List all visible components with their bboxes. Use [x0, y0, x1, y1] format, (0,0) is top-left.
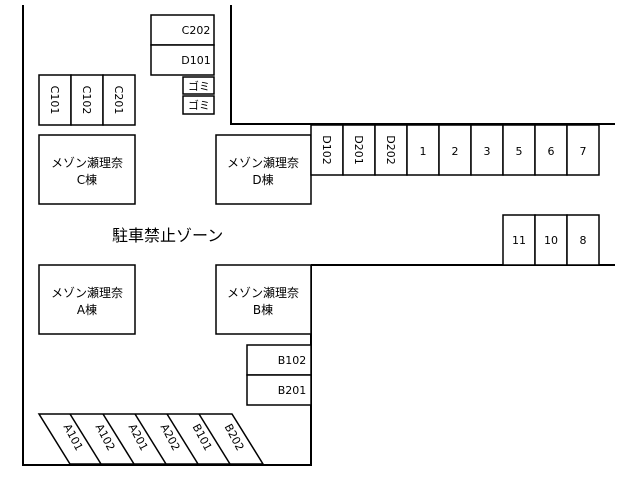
building-d-wing: D棟: [252, 172, 273, 187]
space-b201-label: B201: [278, 384, 307, 397]
numbered-right-spaces: [502, 214, 600, 266]
building-a-wing: A棟: [77, 302, 97, 317]
space-1: [406, 124, 440, 176]
space-3-label: 3: [484, 145, 491, 158]
garbage-area: [182, 76, 215, 115]
space-3: [470, 124, 504, 176]
building-b: [215, 264, 312, 335]
space-d102-label: D102: [320, 135, 333, 164]
bottom-diagonal-spaces: [37, 413, 265, 465]
space-d201-label: D201: [352, 135, 365, 164]
space-c202-label: C202: [182, 24, 211, 37]
building-d-name: メゾン瀬理奈: [227, 156, 299, 170]
space-11: [502, 214, 536, 266]
space-b102: [246, 344, 312, 376]
space-c101: [38, 74, 72, 126]
garbage-spot-1: [182, 76, 215, 95]
building-d: [215, 134, 312, 205]
c-left-spaces: [38, 74, 136, 126]
space-d202: [374, 124, 408, 176]
space-5: [502, 124, 536, 176]
garbage-spot-2: [182, 95, 215, 115]
space-8-label: 8: [580, 234, 587, 247]
building-b-name: メゾン瀬理奈: [227, 286, 299, 300]
space-c101-label: C101: [48, 86, 61, 115]
space-c201: [102, 74, 136, 126]
space-10-label: 10: [544, 234, 558, 247]
space-7: [566, 124, 600, 176]
space-b102-label: B102: [278, 354, 307, 367]
building-c: [38, 134, 136, 205]
no-parking-zone-label: 駐車禁止ゾーン: [112, 226, 223, 245]
space-c102: [70, 74, 104, 126]
space-1-label: 1: [420, 145, 427, 158]
building-a: [38, 264, 136, 335]
space-b201: [246, 374, 312, 406]
garbage-label-1: ゴミ: [188, 79, 210, 93]
space-7-label: 7: [580, 145, 587, 158]
space-11-label: 11: [512, 234, 526, 247]
space-6: [534, 124, 568, 176]
space-c201-label: C201: [112, 86, 125, 115]
building-c-name: メゾン瀬理奈: [51, 156, 123, 170]
space-c102-label: C102: [80, 86, 93, 115]
space-2-label: 2: [452, 145, 459, 158]
b-side-spaces: [246, 344, 312, 406]
space-d202-label: D202: [384, 135, 397, 164]
c-top-spaces: [150, 14, 215, 76]
space-5-label: 5: [516, 145, 523, 158]
d-row-spaces: [310, 124, 408, 176]
building-c-wing: C棟: [77, 172, 97, 187]
space-d101-label: D101: [181, 54, 210, 67]
numbered-top-spaces: [406, 124, 600, 176]
space-d101: [150, 44, 215, 76]
building-a-name: メゾン瀬理奈: [51, 286, 123, 300]
space-10: [534, 214, 568, 266]
building-b-wing: B棟: [253, 302, 273, 317]
space-d201: [342, 124, 376, 176]
space-6-label: 6: [548, 145, 555, 158]
space-8: [566, 214, 600, 266]
garbage-label-2: ゴミ: [188, 98, 210, 112]
